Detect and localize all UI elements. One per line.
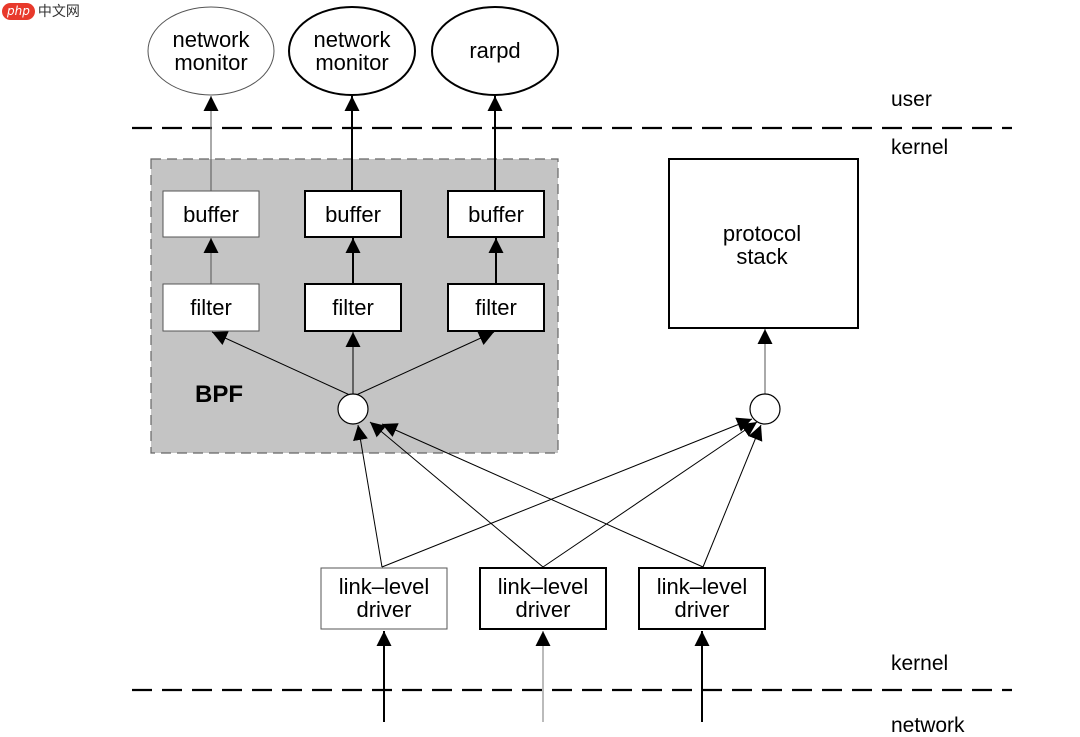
filter-1-label: filter	[190, 295, 232, 320]
buffer-1-label: buffer	[183, 202, 239, 227]
filter-3-box	[447, 283, 545, 332]
stack-tap-node	[749, 393, 781, 425]
protocol-stack-line1: protocol	[723, 221, 801, 246]
driver2-to-stack-tap-arrow	[542, 421, 758, 568]
rarpd-label: rarpd	[469, 38, 520, 63]
filter-3-label: filter	[475, 295, 517, 320]
driver-3-line1: link–level	[657, 574, 748, 599]
user-label: user	[891, 88, 932, 111]
network-monitor-2-ellipse	[288, 6, 416, 96]
filter-2-box	[304, 283, 402, 332]
bpf-label: BPF	[195, 381, 243, 408]
protocol-stack-line2: stack	[736, 244, 788, 269]
buffer-3-label: buffer	[468, 202, 524, 227]
network-monitor-2-line2: monitor	[315, 50, 388, 75]
rarpd-ellipse	[431, 6, 559, 96]
driver-2-line1: link–level	[498, 574, 589, 599]
link-level-driver-1-box	[320, 567, 448, 630]
network-monitor-1-ellipse	[147, 6, 275, 96]
driver-1-line1: link–level	[339, 574, 430, 599]
tap-to-filter3-arrow	[353, 331, 495, 397]
buffer-1-box	[162, 190, 260, 238]
buffer-2-box	[304, 190, 402, 238]
watermark-logo: php 中文网	[2, 1, 80, 21]
driver1-to-bpf-tap-arrow	[353, 424, 383, 568]
tap-to-filter1-arrow	[211, 331, 353, 397]
driver-3-line2: driver	[674, 597, 729, 622]
link-level-driver-3-box	[638, 567, 766, 630]
watermark-badge: php	[2, 2, 35, 20]
driver2-to-bpf-tap-arrow	[369, 421, 544, 568]
filter-2-label: filter	[332, 295, 374, 320]
buffer-2-label: buffer	[325, 202, 381, 227]
driver3-to-bpf-tap-arrow	[381, 423, 704, 568]
network-label: network	[891, 714, 965, 737]
protocol-stack-box	[668, 158, 859, 329]
watermark-text: 中文网	[37, 4, 80, 20]
link-level-driver-2-box	[479, 567, 607, 630]
driver1-to-stack-tap-arrow	[381, 417, 753, 568]
driver3-to-stack-tap-arrow	[702, 424, 763, 568]
kernel-lower-label: kernel	[891, 652, 948, 675]
network-monitor-1-line2: monitor	[174, 50, 247, 75]
driver-2-line2: driver	[515, 597, 570, 622]
filter-1-box	[162, 283, 260, 332]
driver-1-line2: driver	[356, 597, 411, 622]
bpf-tap-node	[337, 393, 369, 425]
buffer-3-box	[447, 190, 545, 238]
kernel-upper-label: kernel	[891, 136, 948, 159]
network-monitor-1-line1: network	[172, 27, 250, 52]
network-monitor-2-line1: network	[313, 27, 391, 52]
